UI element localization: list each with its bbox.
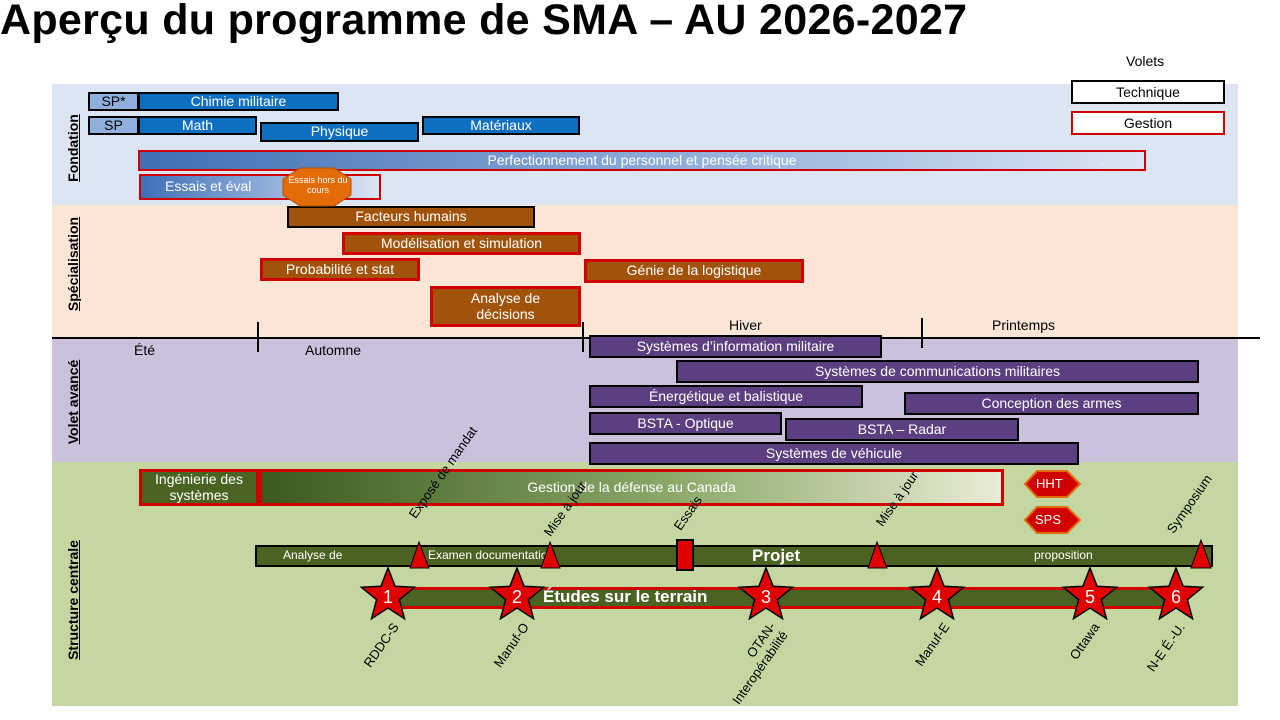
course-ingenierie-systemes: Ingénierie des systèmes	[139, 469, 259, 506]
milestone-star-number: 1	[383, 587, 393, 607]
milestone-star-number: 2	[512, 587, 522, 607]
milestone-triangle-symposium	[1190, 538, 1212, 569]
projet-proposition: proposition	[1034, 548, 1093, 562]
milestone-star-number: 6	[1171, 587, 1181, 607]
course-energetique-balistique: Énergétique et balistique	[589, 385, 863, 408]
milestone-star-6	[1147, 565, 1205, 621]
page-title: Aperçu du programme de SMA – AU 2026-202…	[0, 0, 968, 44]
hht-badge	[1023, 470, 1082, 498]
season-printemps: Printemps	[992, 317, 1056, 333]
legend-heading: Volets	[1126, 53, 1165, 69]
course-perfectionnement: Perfectionnement du personnel et pensée …	[138, 150, 1146, 171]
course-materiaux: Matériaux	[422, 116, 580, 135]
milestone-triangle-expose	[409, 540, 430, 569]
course-conception-armes: Conception des armes	[904, 392, 1199, 415]
course-facteurs-humains: Facteurs humains	[287, 206, 535, 228]
milestone-star-4	[908, 565, 966, 621]
course-gestion-defense: Gestion de la défense au Canada	[259, 469, 1004, 506]
milestone-star-1	[359, 565, 417, 621]
sps-badge	[1023, 506, 1082, 534]
projet-examen-documentation: Examen documentation	[428, 548, 555, 562]
course-chimie-militaire: Chimie militaire	[138, 92, 339, 111]
sps-label: SPS	[1035, 512, 1062, 527]
projet-analyse-de: Analyse de	[283, 548, 343, 562]
milestone-triangle-mise-a-jour	[540, 540, 561, 569]
season-automne: Automne	[305, 342, 362, 358]
course-systemes-information-militaire: Systèmes d’information militaire	[589, 335, 882, 358]
course-bsta-radar: BSTA – Radar	[785, 418, 1019, 441]
analyse-decisions-line2: décisions	[476, 305, 535, 322]
course-analyse-decisions: Analyse de décisions	[430, 286, 581, 327]
milestone-star-number: 5	[1085, 587, 1095, 607]
essais-hors-cours-label: Essais hors du cours	[288, 175, 348, 195]
perfectionnement-dot: .	[1100, 152, 1104, 168]
milestone-star-number: 4	[932, 587, 942, 607]
projet-label: Projet	[752, 546, 801, 565]
milestone-star-2	[488, 565, 546, 621]
milestone-triangle-mise-a-jour-2	[867, 540, 888, 569]
timeline-tick	[582, 322, 584, 352]
perfectionnement-label: Perfectionnement du personnel et pensée …	[487, 151, 797, 168]
ingenierie-line1: Ingénierie des	[155, 471, 243, 488]
essais-hors-cours-badge	[282, 167, 352, 207]
hht-label: HHT	[1036, 476, 1063, 491]
course-probabilite-stat: Probabilité et stat	[260, 258, 420, 281]
milestone-star-3	[737, 565, 795, 621]
course-bsta-optique: BSTA - Optique	[589, 412, 782, 435]
course-physique: Physique	[260, 122, 419, 142]
course-systemes-communications-militaires: Systèmes de communications militaires	[676, 360, 1199, 383]
projet-bar	[255, 545, 1213, 567]
sp-star-box: SP*	[88, 92, 139, 111]
course-genie-logistique: Génie de la logistique	[584, 259, 804, 283]
ingenierie-line2: systèmes	[169, 486, 229, 503]
legend-technique: Technique	[1071, 80, 1225, 104]
course-modelisation-simulation: Modélisation et simulation	[342, 232, 581, 255]
course-math: Math	[138, 116, 257, 135]
season-hiver: Hiver	[729, 317, 762, 333]
legend-gestion: Gestion	[1071, 111, 1225, 135]
milestone-star-number: 3	[761, 587, 771, 607]
essais-marker	[676, 539, 694, 571]
timeline-tick	[921, 318, 923, 348]
analyse-decisions-line1: Analyse de	[470, 290, 541, 307]
season-ete: Été	[134, 342, 156, 358]
course-systemes-vehicule: Systèmes de véhicule	[589, 442, 1079, 465]
sp-box: SP	[88, 116, 139, 135]
etudes-terrain-label: Études sur le terrain	[543, 587, 708, 606]
milestone-star-5	[1061, 565, 1119, 621]
timeline-tick	[257, 322, 259, 352]
